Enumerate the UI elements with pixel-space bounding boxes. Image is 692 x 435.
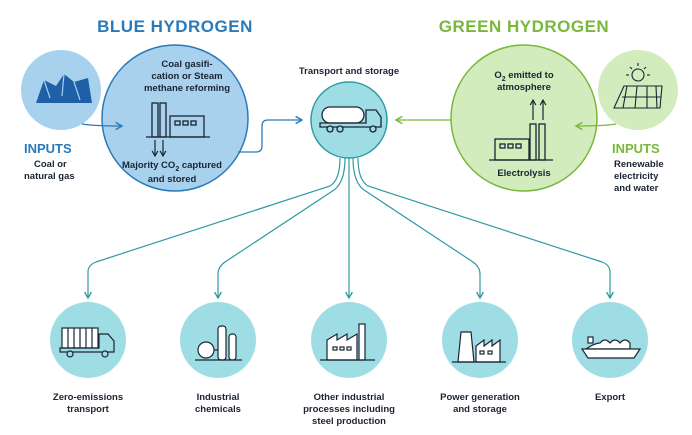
- output-other-industrial: Other industrial processes including ste…: [303, 302, 395, 427]
- ship-icon: [580, 336, 642, 359]
- transport-label: Transport and storage: [299, 66, 399, 77]
- power-plant-icon: [452, 331, 506, 363]
- blue-inputs-title: INPUTS: [24, 141, 72, 156]
- green-emit-line2: atmosphere: [497, 82, 551, 93]
- blue-process-circle: [101, 44, 249, 192]
- green-inputs-line3: and water: [614, 183, 659, 194]
- output-label-line1: Industrial: [197, 392, 240, 403]
- blue-process-line2: cation or Steam: [151, 71, 222, 82]
- output-label-line2: and storage: [453, 404, 507, 415]
- output-label-line3: steel production: [312, 416, 386, 427]
- output-label-line1: Zero-emissions: [53, 392, 123, 403]
- green-hydrogen-title: GREEN HYDROGEN: [439, 17, 609, 36]
- output-export: Export: [572, 302, 648, 403]
- distribution-lines: [84, 157, 614, 300]
- green-inputs-circle: [598, 50, 678, 130]
- output-label-line1: Export: [595, 392, 626, 403]
- blue-to-transport-arrow: [238, 115, 304, 153]
- chemical-plant-icon: [195, 325, 242, 361]
- output-label-line2: chemicals: [195, 404, 241, 415]
- green-process-label: Electrolysis: [497, 168, 550, 179]
- truck-icon: [59, 327, 115, 358]
- output-label-line2: processes including: [303, 404, 395, 415]
- output-label-line2: transport: [67, 404, 110, 415]
- output-industrial-chemicals: Industrial chemicals: [180, 302, 256, 415]
- blue-capture-line2: and stored: [148, 174, 197, 185]
- factory-icon: [320, 323, 375, 361]
- blue-capture-line1: Majority CO2 captured: [122, 160, 222, 173]
- blue-inputs-line1: Coal or: [34, 159, 67, 170]
- output-zero-emissions-transport: Zero-emissions transport: [50, 302, 126, 415]
- blue-process-line3: methane reforming: [144, 83, 230, 94]
- green-emit-line1: O2 emitted to: [494, 70, 554, 83]
- output-power-generation: Power generation and storage: [440, 302, 520, 415]
- output-label-line1: Power generation: [440, 392, 520, 403]
- line-to-power: [352, 157, 484, 300]
- blue-input-arrow: [81, 121, 124, 131]
- electrolysis-factory-icon: [489, 123, 553, 161]
- tanker-truck-icon: [319, 106, 382, 133]
- output-circle: [572, 302, 648, 378]
- blue-factory-icon: [146, 102, 210, 138]
- output-circle: [442, 302, 518, 378]
- blue-hydrogen-title: BLUE HYDROGEN: [97, 17, 253, 36]
- green-inputs-title: INPUTS: [612, 141, 660, 156]
- line-to-transport: [84, 157, 341, 300]
- green-inputs-line2: electricity: [614, 171, 659, 182]
- blue-inputs-line2: natural gas: [24, 171, 75, 182]
- green-inputs-line1: Renewable: [614, 159, 664, 170]
- line-to-export: [357, 157, 614, 300]
- green-input-arrow: [574, 121, 617, 131]
- output-label-line1: Other industrial: [314, 392, 385, 403]
- coal-icon: [36, 73, 92, 103]
- line-to-chemicals: [214, 157, 346, 300]
- blue-process-line1: Coal gasifi-: [161, 59, 212, 70]
- solar-panel-icon: [613, 63, 663, 109]
- green-process-circle: [450, 44, 598, 192]
